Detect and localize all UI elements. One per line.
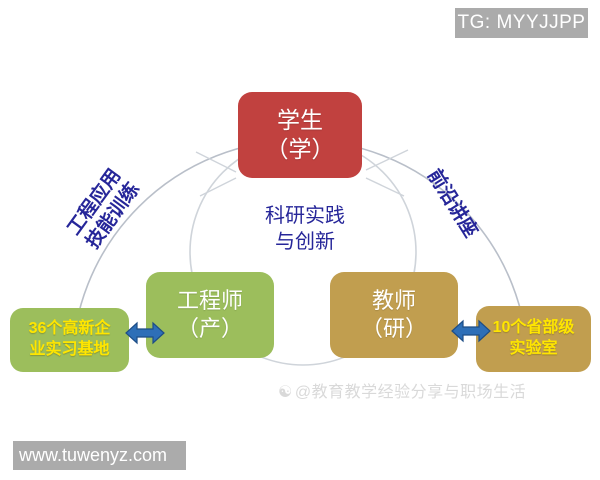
- node-engineer[interactable]: 工程师 （产）: [146, 272, 274, 358]
- double-arrow-icon-right: [450, 316, 492, 346]
- node-student[interactable]: 学生 （学）: [238, 92, 362, 178]
- spoke-right-path: [365, 149, 409, 171]
- label-provincial-labs[interactable]: 10个省部级 实验室: [476, 306, 591, 372]
- node-teacher-title: 教师: [371, 287, 416, 313]
- node-teacher[interactable]: 教师 （研）: [330, 272, 458, 358]
- node-student-subtitle: （学）: [265, 136, 335, 162]
- wechat-icon: ☯: [278, 384, 293, 401]
- site-url-badge: www.tuwenyz.com: [13, 441, 186, 470]
- center-caption-line2: 与创新: [275, 231, 335, 253]
- label-lab-line1: 10个省部级: [492, 319, 575, 337]
- wechat-watermark-text: @教育教学经验分享与职场生活: [294, 384, 527, 401]
- center-caption-line1: 科研实践: [265, 205, 345, 227]
- spoke-left-path: [195, 151, 237, 173]
- spoke-far-left-path: [199, 177, 237, 197]
- spoke-far-right-path: [365, 177, 405, 197]
- telegram-badge: TG: MYYJJPP: [455, 8, 588, 38]
- node-engineer-title: 工程师: [176, 287, 243, 313]
- wechat-watermark: ☯@教育教学经验分享与职场生活: [278, 378, 526, 402]
- label-lab-line2: 实验室: [509, 340, 558, 357]
- double-arrow-icon-left: [124, 318, 166, 348]
- center-caption: 科研实践 与创新: [243, 203, 367, 255]
- label-internship-bases[interactable]: 36个高新企 业实习基地: [10, 308, 129, 372]
- node-teacher-subtitle: （研）: [360, 316, 427, 341]
- node-student-title: 学生: [277, 106, 323, 133]
- site-url-text: www.tuwenyz.com: [19, 445, 168, 465]
- label-internship-line1: 36个高新企: [28, 320, 111, 338]
- telegram-badge-text: TG: MYYJJPP: [457, 12, 586, 33]
- label-internship-line2: 业实习基地: [29, 341, 110, 358]
- node-engineer-subtitle: （产）: [176, 316, 243, 341]
